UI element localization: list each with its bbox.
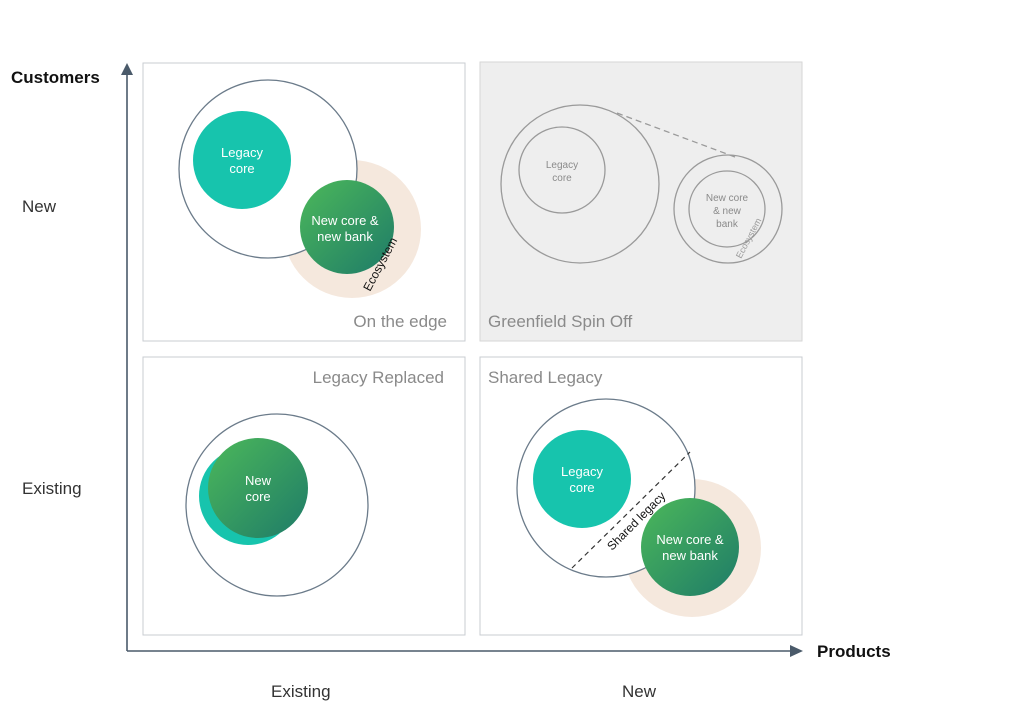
new-core-bubble [300, 180, 394, 274]
legacy-core-circle-grey [518, 126, 606, 214]
quadrant-greenfield-spin-off: Legacy core New core & new bank Ecosyste… [479, 61, 803, 342]
quadrant-label-shared-legacy: Shared Legacy [488, 368, 603, 387]
legacy-core-bubble [533, 430, 631, 528]
x-axis-title: Products [817, 642, 891, 661]
shared-legacy-divider [571, 451, 691, 569]
spin-off-connector [616, 112, 736, 158]
new-core-grey-label-3: bank [716, 219, 739, 230]
new-core-grey-label-2: & new [713, 206, 742, 217]
legacy-core-grey-label-2: core [552, 173, 572, 184]
quadrant-label-greenfield: Greenfield Spin Off [488, 312, 633, 331]
new-core-label-2: core [245, 489, 270, 504]
quadrant-on-the-edge: Legacy core New core & new bank Ecosyste… [142, 62, 466, 342]
new-core-label-1: New [245, 473, 272, 488]
legacy-bank-circle-grey [500, 104, 660, 264]
quadrant-label-on-the-edge: On the edge [353, 312, 447, 331]
new-core-label-2: new bank [317, 229, 373, 244]
ecosystem-ring-grey [673, 154, 783, 264]
legacy-core-label-1: Legacy [221, 145, 263, 160]
new-core-label-1: New core & [656, 532, 724, 547]
x-axis-arrow-icon [790, 645, 803, 657]
legacy-core-grey-label-1: Legacy [546, 160, 578, 171]
x-tick-new: New [622, 682, 657, 701]
quadrant-label-legacy-replaced: Legacy Replaced [313, 368, 444, 387]
new-core-bubble [208, 438, 308, 538]
quadrant-legacy-replaced: New core Legacy Replaced [142, 356, 466, 636]
new-core-grey-label-1: New core [706, 193, 749, 204]
legacy-core-label-2: core [569, 480, 594, 495]
y-tick-new: New [22, 197, 57, 216]
legacy-core-bubble [193, 111, 291, 209]
new-core-label-1: New core & [311, 213, 379, 228]
y-axis-title: Customers [11, 68, 100, 87]
new-core-bubble [641, 498, 739, 596]
y-axis-arrow-icon [121, 63, 133, 75]
new-core-circle-grey [688, 170, 766, 248]
new-core-label-2: new bank [662, 548, 718, 563]
quadrant-shared-legacy: Legacy core Shared legacy New core & new… [479, 356, 803, 636]
y-tick-existing: Existing [22, 479, 82, 498]
legacy-core-label-2: core [229, 161, 254, 176]
legacy-core-label-1: Legacy [561, 464, 603, 479]
x-tick-existing: Existing [271, 682, 331, 701]
